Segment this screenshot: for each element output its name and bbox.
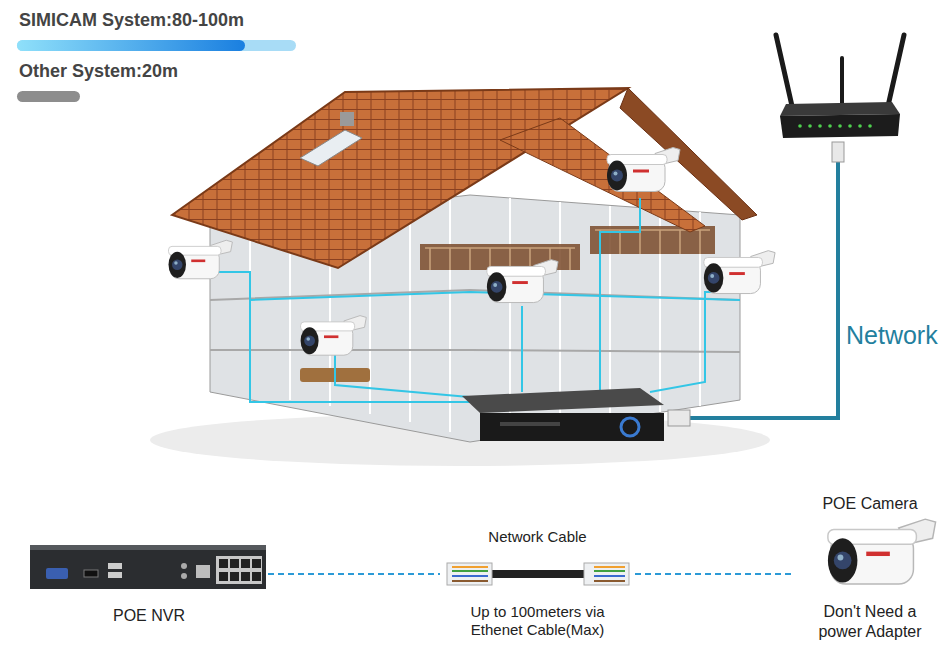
router-link (848, 124, 852, 128)
house-illustration (595, 230, 710, 254)
device-group: POE NVR (30, 540, 268, 626)
device-note: Don't Need a power Adapter (806, 602, 934, 642)
range-label: Other System:20m (19, 61, 178, 82)
nvr-device (480, 413, 664, 441)
router-link (828, 124, 832, 128)
device-group: POE CameraDon't Need a power Adapter (795, 494, 945, 642)
router-link (868, 124, 872, 128)
nvr-back-panel (252, 559, 261, 568)
nvr-back-panel (219, 572, 228, 581)
router-link (818, 124, 822, 128)
house-illustration (590, 226, 715, 254)
router-link (688, 160, 838, 418)
nvr-device (462, 388, 664, 413)
nvr-device (462, 388, 664, 441)
ethernet-cable (452, 566, 625, 568)
ethernet-cable (490, 570, 586, 578)
house-illustration (210, 290, 740, 352)
router-link (888, 35, 904, 106)
dashed-connector (635, 573, 795, 575)
range-bars (17, 40, 296, 102)
nvr-back-panel (230, 572, 239, 581)
nvr-back-panel (30, 545, 266, 589)
house-illustration (215, 198, 740, 402)
router-link (840, 58, 844, 104)
nvr-back-panel (46, 568, 68, 579)
nvr-back-panel (241, 572, 250, 581)
dashed-connector (268, 573, 440, 575)
ethernet-cable (452, 580, 625, 582)
router-link (780, 102, 900, 116)
nvr-back-panel (181, 563, 187, 569)
house-illustration (500, 118, 705, 232)
house-illustration (650, 292, 740, 392)
router-link (858, 124, 862, 128)
range-bars (17, 91, 80, 102)
range-bars (17, 40, 245, 51)
house-illustration (487, 260, 558, 303)
nvr-back-panel (230, 559, 239, 568)
nvr-back-panel (216, 556, 262, 584)
house-illustration (301, 316, 367, 356)
router-link (780, 114, 900, 138)
router-link (798, 124, 872, 128)
house-illustration (340, 112, 354, 126)
device-title: Network Cable (488, 528, 586, 547)
device-group: Network Cable Up to 100meters via Ethenet… (440, 528, 635, 640)
nvr-back-panel (181, 573, 187, 579)
range-bars (17, 40, 296, 51)
router-link (798, 124, 802, 128)
range-label: SIMICAM System:80-100m (19, 10, 244, 31)
nvr-back-panel (219, 559, 228, 568)
nvr-back-panel (84, 570, 98, 577)
nvr-back-panel (30, 545, 266, 550)
nvr-device (621, 418, 639, 436)
nvr-back-panel (196, 565, 210, 578)
ethernet-cable (452, 575, 625, 577)
router-link (776, 35, 792, 106)
device-title: POE Camera (822, 494, 917, 514)
house-illustration (704, 251, 775, 294)
nvr-device (500, 422, 560, 426)
house-illustration (172, 88, 628, 268)
router-link (838, 124, 842, 128)
nvr-back-panel (30, 545, 266, 589)
nvr-back-panel (252, 572, 261, 581)
house-illustration (300, 130, 362, 166)
device-title: POE NVR (113, 606, 185, 626)
nvr-back-panel (241, 559, 250, 568)
house-illustration (335, 348, 480, 398)
house-illustration (215, 272, 472, 402)
nvr-back-panel (108, 572, 122, 578)
nvr-back-panel (108, 563, 122, 569)
cable-label: Network (846, 321, 938, 350)
device-note: Up to 100meters via Ethenet Cable(Max) (453, 603, 623, 641)
poe-camera-image (828, 519, 936, 584)
house-illustration (521, 306, 523, 392)
router-link (668, 410, 690, 426)
house-illustration (150, 88, 775, 466)
house-illustration (169, 240, 233, 279)
ethernet-cable (452, 570, 625, 572)
ethernet-cable (447, 563, 629, 585)
house-illustration (607, 148, 680, 192)
house-illustration (600, 198, 640, 390)
poe-camera-image (828, 519, 936, 584)
router-link (832, 142, 844, 162)
router-link (668, 35, 904, 426)
router-link (808, 124, 812, 128)
